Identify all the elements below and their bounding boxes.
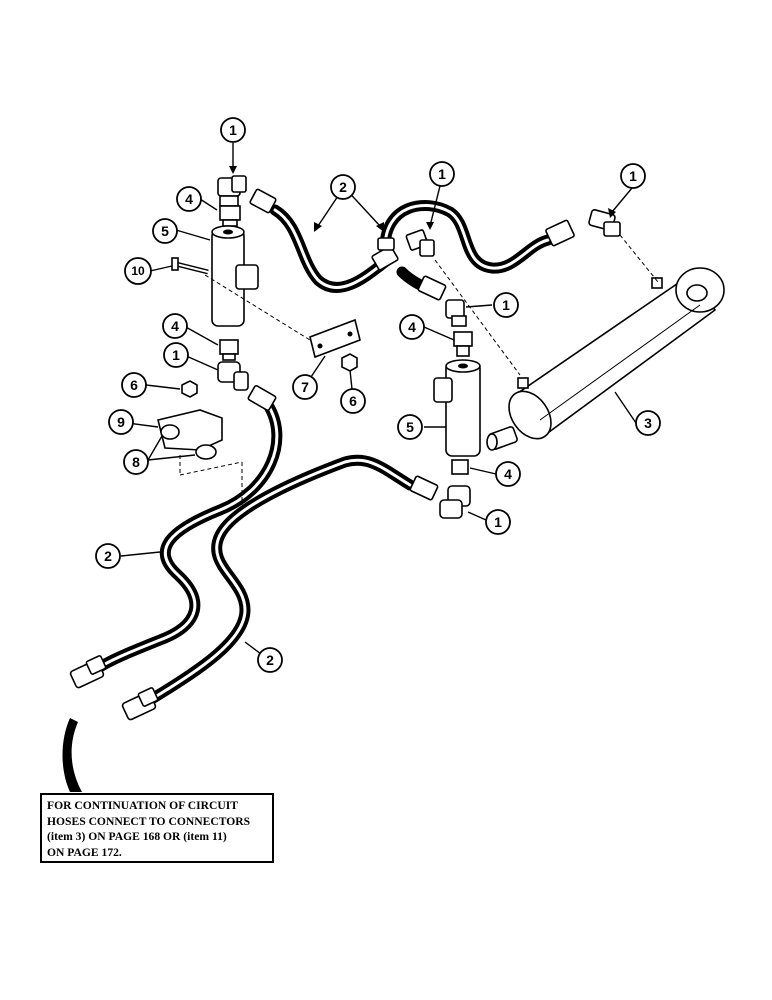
callout-label: 2: [104, 548, 112, 564]
elbow-fitting-top-right: [588, 209, 621, 237]
callout-5-left: 5: [152, 218, 178, 244]
adapter-4-right-upper: [453, 331, 473, 357]
callout-7: 7: [292, 374, 318, 400]
adapter-4-left-upper: [219, 205, 241, 227]
note-line: HOSES CONNECT TO CONNECTORS: [47, 814, 251, 828]
callout-label: 1: [229, 122, 237, 138]
callout-label: 4: [185, 191, 193, 207]
adapter-4-left-lower: [219, 339, 239, 361]
elbow-fitting-center: [405, 229, 435, 257]
callout-label: 9: [117, 414, 125, 430]
dashed-lines: [179, 234, 659, 505]
callout-label: 1: [494, 514, 502, 530]
callout-label: 5: [161, 223, 169, 239]
hose-end-top-left: [249, 188, 277, 214]
callout-label: 6: [130, 377, 138, 393]
callout-1-center: 1: [493, 292, 519, 318]
callout-6-right: 6: [340, 388, 366, 414]
hydraulic-cylinder: [486, 267, 725, 451]
elbow-fitting-top-left: [217, 175, 247, 207]
hose-upper-right: [379, 200, 554, 274]
continuation-note: FOR CONTINUATION OF CIRCUIT HOSES CONNEC…: [40, 793, 274, 863]
callout-1-center-top: 1: [429, 161, 455, 187]
callout-4-right-upper: 4: [399, 314, 425, 340]
callout-label: 4: [504, 466, 512, 482]
callout-label: 8: [132, 454, 140, 470]
callout-label: 1: [502, 297, 510, 313]
hose-end-center: [371, 237, 399, 271]
tee-block-left: [211, 225, 259, 327]
hose-end-lower-left: [247, 385, 277, 411]
tee-block-right: [433, 359, 481, 457]
nut-right: [341, 353, 358, 372]
callout-label: 2: [266, 652, 274, 668]
callout-1-lower-right: 1: [485, 509, 511, 535]
callout-label: 2: [339, 179, 347, 195]
callout-label: 1: [172, 347, 180, 363]
callout-3: 3: [635, 410, 661, 436]
callout-1-top-left: 1: [220, 117, 246, 143]
callout-label: 6: [349, 393, 357, 409]
callout-label: 5: [406, 419, 414, 435]
callout-10: 10: [124, 257, 152, 285]
adapter-4-right-lower: [451, 459, 469, 475]
elbow-fitting-lower-right: [439, 485, 471, 519]
hose-end-top-right: [545, 219, 575, 247]
hose-upper: [269, 204, 391, 293]
hose-end-bottom-left-1: [69, 655, 107, 689]
elbow-fitting-lower-left: [217, 361, 249, 391]
callout-label: 1: [629, 168, 637, 184]
hose-end-lower-right: [409, 475, 439, 501]
elbow-fitting-center-right: [445, 299, 467, 327]
callout-label: 7: [301, 379, 309, 395]
callout-label: 4: [171, 318, 179, 334]
callout-5-right: 5: [397, 414, 423, 440]
callout-9: 9: [108, 409, 134, 435]
hose-left-long: [89, 399, 283, 676]
clamp: [157, 409, 223, 460]
callout-label: 3: [644, 415, 652, 431]
callout-label: 10: [131, 264, 145, 278]
callout-4-right-lower: 4: [495, 461, 521, 487]
plate: [309, 318, 361, 359]
note-line: FOR CONTINUATION OF CIRCUIT: [47, 799, 238, 812]
callout-4-left: 4: [162, 313, 188, 339]
callout-label: 4: [408, 319, 416, 335]
callout-2-lower: 2: [257, 647, 283, 673]
hose-right-long: [144, 454, 416, 706]
hose-end-bottom-left-2: [121, 687, 159, 721]
callout-8: 8: [123, 449, 149, 475]
callout-label: 1: [438, 166, 446, 182]
callout-1-top-right: 1: [620, 163, 646, 189]
callout-4-top-left: 4: [176, 186, 202, 212]
note-line: ON PAGE 172.: [47, 845, 122, 859]
nut-left: [181, 380, 198, 398]
callout-6-left: 6: [121, 372, 147, 398]
bolt: [171, 257, 209, 275]
callout-2-top: 2: [330, 174, 356, 200]
continuation-pointer: [62, 718, 82, 792]
callout-1-left: 1: [163, 342, 189, 368]
hose-end-center-lower: [417, 275, 447, 301]
callout-2-left: 2: [95, 543, 121, 569]
leader-lines: [119, 143, 637, 658]
note-line: (item 3) ON PAGE 168 OR (item 11): [47, 830, 227, 844]
